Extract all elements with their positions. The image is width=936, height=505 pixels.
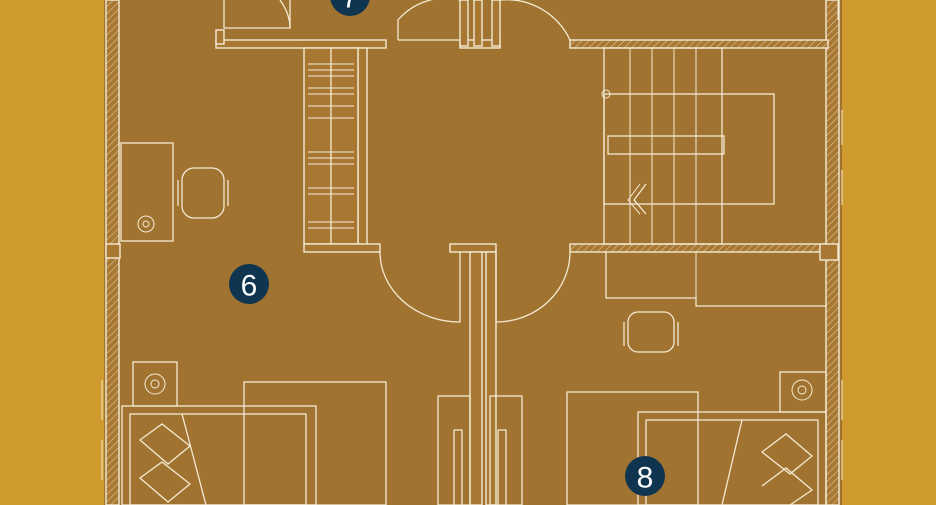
floor-lamp-icon bbox=[144, 373, 166, 395]
upper-walls bbox=[215, 0, 829, 49]
wardrobe-icon bbox=[303, 47, 368, 247]
rug bbox=[243, 381, 387, 505]
stair-direction-icon bbox=[633, 183, 647, 215]
room-badge-7-label: 7 bbox=[342, 0, 359, 15]
room-badge-8-label: 8 bbox=[637, 462, 654, 495]
desk-chair-icon bbox=[623, 311, 679, 353]
middle-walls bbox=[105, 243, 839, 505]
floor-lamp-icon bbox=[791, 379, 813, 401]
floor-lamp-icon bbox=[137, 215, 155, 233]
desk-chair-icon bbox=[177, 167, 229, 219]
door-swing-icon bbox=[495, 251, 571, 323]
room-badge-6-label: 6 bbox=[241, 270, 258, 303]
wardrobe-icon bbox=[437, 395, 523, 505]
staircase bbox=[601, 47, 775, 245]
rug bbox=[566, 391, 699, 505]
door-swing-icon bbox=[500, 0, 571, 41]
room-badge-6: 6 bbox=[229, 264, 269, 304]
door-swing-icon bbox=[379, 251, 461, 323]
room-7-fixture bbox=[223, 0, 291, 29]
door-swing-icon bbox=[397, 0, 460, 40]
room-badge-7: 7 bbox=[330, 0, 370, 16]
desk bbox=[120, 142, 174, 242]
room-badge-8: 8 bbox=[625, 456, 665, 496]
door-swing-icon bbox=[279, 0, 291, 29]
bed-icon bbox=[121, 405, 317, 505]
